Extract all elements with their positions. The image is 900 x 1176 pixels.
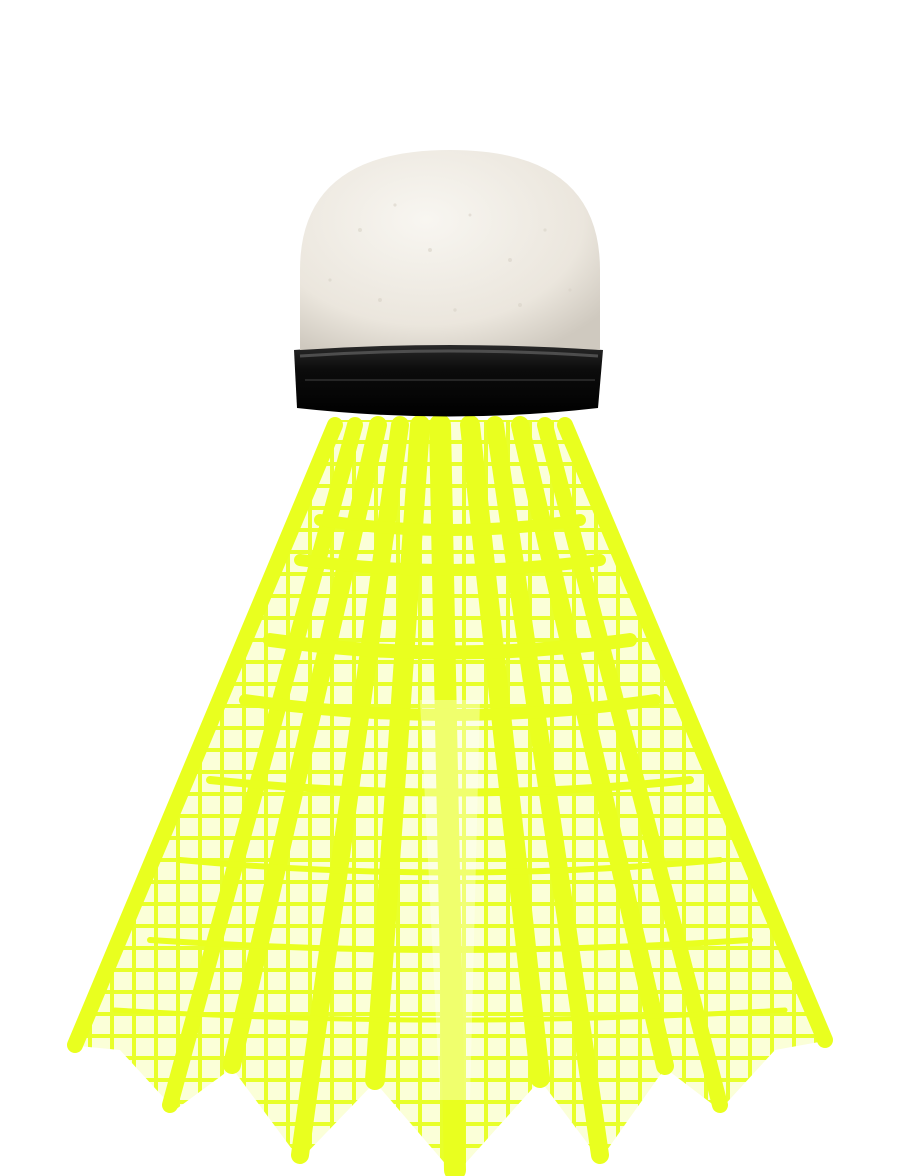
cork-texture <box>328 203 572 312</box>
skirt-ribs <box>67 414 833 1176</box>
skirt-rings <box>112 514 788 1023</box>
cork-body <box>300 150 600 350</box>
band <box>294 344 603 417</box>
cork <box>300 150 600 350</box>
skirt <box>67 414 833 1176</box>
skirt-highlights <box>420 700 480 1100</box>
